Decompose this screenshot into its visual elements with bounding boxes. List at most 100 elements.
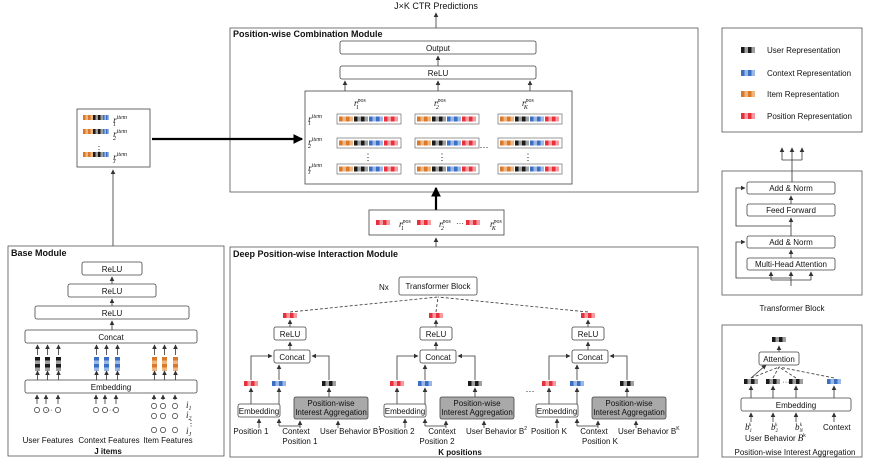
position-cell (386, 220, 390, 225)
position-cell (548, 140, 552, 146)
context-cell (115, 367, 120, 371)
context-cell (376, 166, 380, 172)
context-cell (94, 357, 99, 361)
column-context-input: Context (282, 427, 310, 436)
item-cell (346, 166, 350, 172)
user-cell (478, 381, 482, 386)
context-cell (834, 379, 838, 384)
position-1-caption: Position 1 (282, 437, 318, 446)
context-feature-bar (104, 357, 109, 371)
context-cell (428, 381, 432, 386)
column-output-bar (581, 313, 595, 318)
bar-to-concat (396, 353, 419, 380)
behavior-sup: 1 (378, 426, 381, 432)
position-cell (251, 381, 255, 386)
feature-circle (172, 403, 178, 409)
context-cell (421, 381, 425, 386)
pia-embedding-label: Embedding (776, 401, 816, 410)
feature-circle (160, 413, 166, 419)
dots: ··· (783, 379, 790, 386)
pia-behavior-bar (789, 379, 803, 384)
position-cell (542, 381, 546, 386)
user-cell (432, 140, 436, 146)
column-behavior-input: User Behavior B2 (466, 426, 527, 436)
item-cell (162, 364, 167, 368)
position-cell (391, 166, 395, 172)
grid-item-bar (339, 116, 353, 122)
transformer-block-label: Transformer Block (405, 282, 471, 291)
user-cell (751, 379, 755, 384)
grid-context-bar (447, 116, 461, 122)
user-cell (35, 357, 40, 361)
item-cell (420, 140, 424, 146)
column-context-bar (418, 381, 432, 386)
pia-behavior-bar (744, 379, 758, 384)
user-cell (766, 379, 770, 384)
grid-item-bar (417, 140, 431, 146)
legend-item-swatch (741, 91, 755, 97)
context-cell (450, 166, 454, 172)
context-cell (830, 379, 834, 384)
user-bar (93, 152, 103, 157)
user-cell (93, 115, 96, 120)
tb-feed-forward-label: Feed Forward (766, 206, 816, 215)
user-cell (93, 152, 96, 157)
pia-attn-link (778, 366, 797, 379)
column-pia-box (439, 396, 515, 420)
grid-cell (497, 163, 563, 175)
user-cell (439, 166, 443, 172)
user-cell (744, 47, 748, 53)
item-cell (342, 166, 346, 172)
context-cell (530, 116, 534, 122)
position-cell (584, 313, 588, 318)
user-cell (515, 116, 519, 122)
interaction-module-title: Deep Position-wise Interaction Module (233, 249, 398, 259)
item-cell (503, 140, 507, 146)
user-cell (100, 129, 103, 134)
column-relu-box (273, 326, 307, 341)
user-cell (435, 116, 439, 122)
item-cell (500, 116, 504, 122)
grid-context-bar (447, 140, 461, 146)
context-cell (573, 381, 577, 386)
legend-items (741, 47, 755, 119)
position-cell (469, 166, 473, 172)
user-bar (93, 115, 103, 120)
grid-dots-2: ⋮ (438, 152, 447, 162)
position-cell (379, 220, 383, 225)
grid-item-bar (339, 166, 353, 172)
position-cell (439, 313, 443, 318)
position-cell (552, 116, 556, 122)
grid-context-bar (369, 116, 383, 122)
user-cell (741, 47, 745, 53)
column-embedding-label: Embedding (385, 407, 425, 416)
context-cell (454, 166, 458, 172)
position-cell (545, 140, 549, 146)
context-features-label: Context Features (78, 436, 139, 445)
item-repr-row (83, 152, 109, 157)
position-cell (472, 116, 476, 122)
legend-position-label: Position Representation (767, 112, 852, 121)
item-bar (83, 115, 93, 120)
legend-context-label: Context Representation (767, 69, 851, 78)
user-cell (98, 129, 101, 134)
item-cell (173, 364, 178, 368)
k-positions-label: K positions (438, 448, 482, 457)
column-pia-box (293, 396, 369, 420)
columns-ellipsis: ··· (526, 386, 535, 396)
pia-behavior-bar (766, 379, 780, 384)
base-relu-label-2: ReLU (102, 287, 123, 296)
context-cell (104, 357, 109, 361)
column-output-bar (283, 313, 297, 318)
pia-inputs (748, 412, 837, 422)
column-pia-label-2: Interest Aggregation (295, 408, 367, 417)
position-cell (427, 220, 431, 225)
context-cell (282, 381, 286, 386)
feature-circle (151, 427, 157, 433)
user-cell (439, 140, 443, 146)
item-cell (90, 129, 93, 134)
